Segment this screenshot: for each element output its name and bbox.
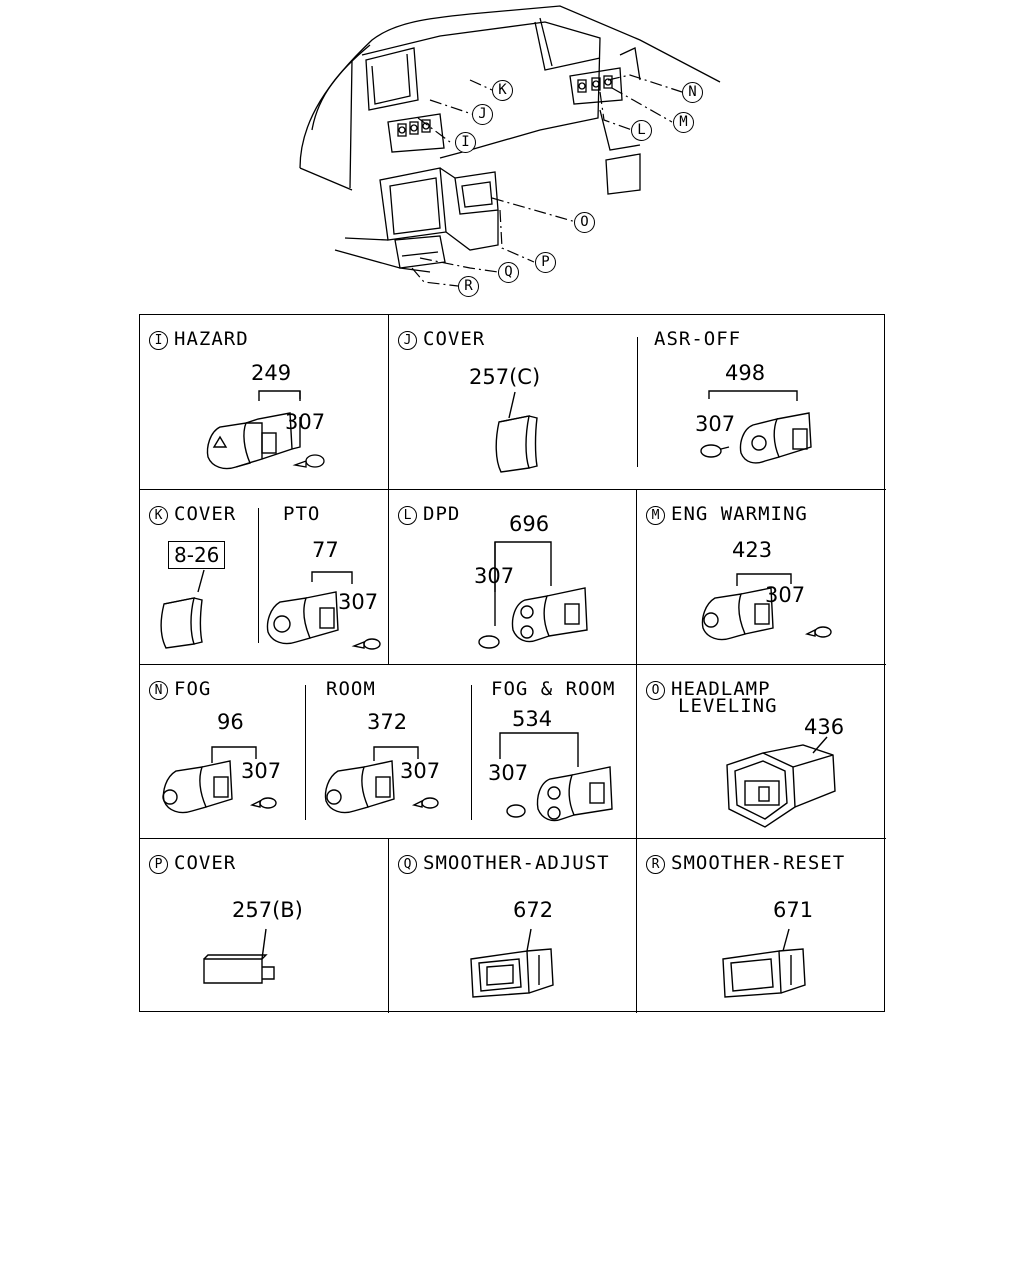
bulb-number: 307 <box>474 564 515 588</box>
cover-drawing <box>160 569 205 649</box>
part-number: 696 <box>509 512 550 536</box>
sub-title: ROOM <box>326 678 376 700</box>
headlamp-leveling-switch-drawing <box>726 736 836 828</box>
callout-k: K <box>492 80 513 101</box>
cell-cover-asr: J COVER 257(C) ASR-OFF 498 307 <box>389 315 886 490</box>
callout-r: R <box>458 276 479 297</box>
title-text: COVER <box>423 328 486 350</box>
sub-bulb-number: 307 <box>400 759 441 783</box>
dashboard-overview: K J I N M L O P Q R <box>0 0 1024 310</box>
cell-headlamp-leveling: O HEADLAMP LEVELING 436 <box>637 665 886 839</box>
part-number: 249 <box>251 361 292 385</box>
cell-hazard: I HAZARD 249 307 <box>140 315 389 490</box>
bulb-number: 307 <box>285 410 326 434</box>
part-number: 257(C) <box>469 365 541 389</box>
parts-grid: I HAZARD 249 307 J COVER 257(C) <box>139 314 886 1013</box>
letter-circle: K <box>149 506 168 525</box>
cell-smoother-adjust: Q SMOOTHER-ADJUST 672 <box>389 839 637 1013</box>
sub2-title: FOG & ROOM <box>491 678 616 700</box>
fog-room-switch-drawing <box>499 732 613 822</box>
letter-circle: P <box>149 855 168 874</box>
part-number: 436 <box>804 715 845 739</box>
cell-title: P COVER <box>149 854 236 874</box>
letter-circle: Q <box>398 855 417 874</box>
smoother-reset-switch-drawing <box>722 928 806 998</box>
callout-m: M <box>673 112 694 133</box>
cover-drawing <box>495 391 538 473</box>
title-text: HAZARD <box>174 328 249 350</box>
cell-title: N FOG <box>149 680 211 700</box>
title-text: COVER <box>174 852 237 874</box>
callout-j: J <box>472 104 493 125</box>
cell-title: M ENG WARMING <box>646 505 808 525</box>
cell-cover-p: P COVER 257(B) <box>140 839 389 1013</box>
sub-title: PTO <box>283 503 321 525</box>
separator <box>637 337 638 467</box>
hazard-switch-drawing <box>206 390 325 470</box>
sub-title: ASR-OFF <box>654 328 742 350</box>
cell-title: O HEADLAMP <box>646 680 771 700</box>
fog-switch-drawing <box>162 746 277 814</box>
title-text: FOG <box>174 678 212 700</box>
sub-part-number: 372 <box>367 710 408 734</box>
callout-i: I <box>455 132 476 153</box>
sub2-bulb-number: 307 <box>488 761 529 785</box>
letter-circle: L <box>398 506 417 525</box>
separator <box>305 685 306 820</box>
sub-part-number: 498 <box>725 361 766 385</box>
letter-circle: J <box>398 331 417 350</box>
separator <box>258 508 259 643</box>
title-text: HEADLAMP <box>671 678 771 700</box>
title-text: ENG WARMING <box>671 503 808 525</box>
letter-circle: N <box>149 681 168 700</box>
smoother-adjust-switch-drawing <box>470 928 554 998</box>
sub-part-number: 77 <box>312 538 339 562</box>
dpd-switch-drawing <box>478 541 588 649</box>
cell-title: J COVER <box>398 330 485 350</box>
callout-n: N <box>682 82 703 103</box>
cell-title-line2: LEVELING <box>678 695 778 717</box>
part-number: 672 <box>513 898 554 922</box>
callout-q: Q <box>498 262 519 283</box>
pto-switch-drawing <box>266 571 381 650</box>
letter-circle: O <box>646 681 665 700</box>
cover-drawing <box>203 928 275 984</box>
eng-warming-switch-drawing <box>701 573 832 641</box>
cell-title: K COVER <box>149 505 236 525</box>
sub-bulb-number: 307 <box>338 590 379 614</box>
title-text: SMOOTHER-RESET <box>671 852 846 874</box>
part-number: 96 <box>217 710 244 734</box>
callout-p: P <box>535 252 556 273</box>
sub2-part-number: 534 <box>512 707 553 731</box>
title-text: DPD <box>423 503 461 525</box>
asr-off-switch-drawing <box>700 390 812 464</box>
letter-circle: M <box>646 506 665 525</box>
cell-title: R SMOOTHER-RESET <box>646 854 845 874</box>
letter-circle: R <box>646 855 665 874</box>
part-number: 257(B) <box>232 898 303 922</box>
cell-cover-pto: K COVER 8-26 PTO 77 307 <box>140 490 389 665</box>
sub-bulb-number: 307 <box>695 412 736 436</box>
callout-o: O <box>574 212 595 233</box>
cell-title: Q SMOOTHER-ADJUST <box>398 854 610 874</box>
bulb-number: 307 <box>241 759 282 783</box>
letter-circle: I <box>149 331 168 350</box>
part-number: 671 <box>773 898 814 922</box>
cell-dpd: L DPD 696 307 <box>389 490 637 665</box>
title-text: COVER <box>174 503 237 525</box>
cell-fog-room: N FOG 96 307 ROOM 372 307 <box>140 665 637 839</box>
cell-title: I HAZARD <box>149 330 249 350</box>
cell-title: L DPD <box>398 505 460 525</box>
room-switch-drawing <box>324 746 439 814</box>
callout-l: L <box>631 120 652 141</box>
reference-box: 8-26 <box>168 541 226 569</box>
cell-smoother-reset: R SMOOTHER-RESET 671 <box>637 839 886 1013</box>
title-text: SMOOTHER-ADJUST <box>423 852 610 874</box>
separator <box>471 685 472 820</box>
dashboard-drawing <box>299 5 721 287</box>
part-number: 423 <box>732 538 773 562</box>
